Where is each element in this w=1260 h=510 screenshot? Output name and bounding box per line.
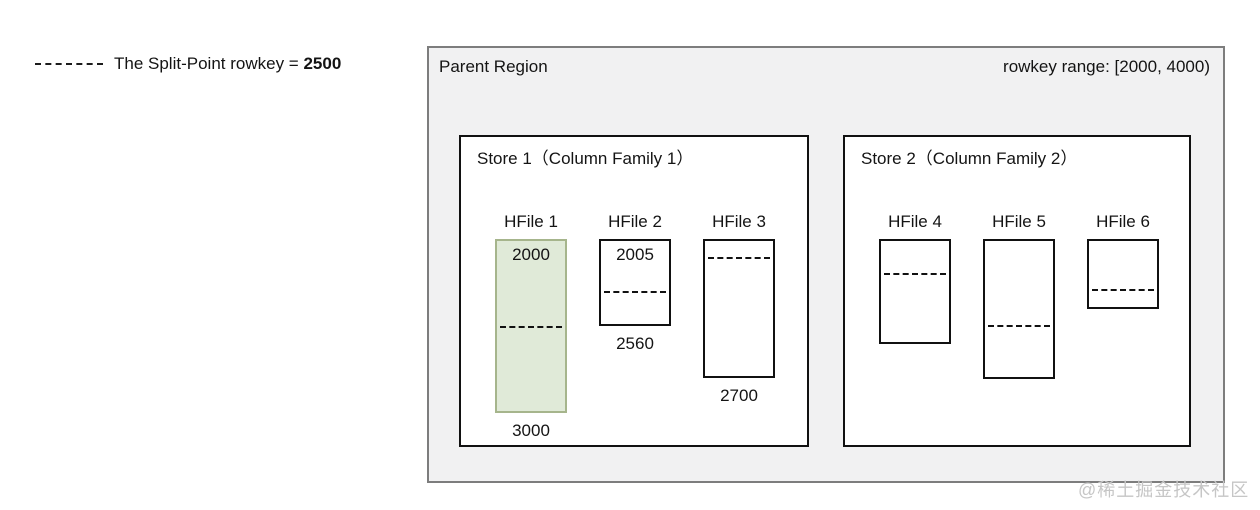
hfiles-container: HFile 4 HFile 5 HFile 6 [845,137,1189,445]
store-title: Store 2（Column Family 2） [861,149,1078,168]
hfile-end-rowkey: 3000 [512,421,550,440]
split-point-dashed-line [604,290,666,293]
watermark: @稀土掘金技术社区 [1078,480,1250,500]
split-point-dashed-line [500,326,562,328]
split-point-value: 2500 [303,54,342,73]
hfile-box: 2000 [495,239,567,413]
hfile: HFile 6 [1087,211,1159,337]
hfile-label: HFile 3 [712,212,766,231]
legend-label: The Split-Point rowkey = 2500 [114,54,341,74]
parent-region-box: Parent Region rowkey range: [2000, 4000)… [427,46,1225,483]
hfile-label: HFile 4 [888,212,942,231]
hfile-box [703,239,775,378]
rowkey-range-label: rowkey range: [2000, 4000) [1003,57,1210,76]
hfile-start-rowkey [881,241,949,245]
hfile: HFile 4 [879,211,951,372]
split-point-dashed-line [884,273,946,276]
hfile-end-rowkey [879,352,951,372]
hfile-label: HFile 5 [992,212,1046,231]
hfile-box [879,239,951,344]
hfile-end-rowkey: 2700 [720,386,758,405]
hfile: HFile 2 2005 2560 [599,211,671,354]
split-point-dashed-line [708,257,770,260]
split-point-dashed-line [988,325,1050,328]
hfile-start-rowkey [985,241,1053,245]
hfile: HFile 5 [983,211,1055,407]
hfile-start-rowkey [1089,241,1157,245]
hfile-label: HFile 6 [1096,212,1150,231]
dashed-line-icon [35,63,103,65]
hfile-start-rowkey [705,241,773,245]
parent-region-header: Parent Region rowkey range: [2000, 4000) [429,48,1223,77]
hfile-box [1087,239,1159,309]
hfiles-container: HFile 1 2000 3000 HFile 2 2005 2560 HFil… [461,137,807,445]
hfile-label: HFile 1 [504,212,558,231]
hfile: HFile 1 2000 3000 [495,211,567,441]
hfile-end-rowkey [1087,317,1159,337]
parent-region-title: Parent Region [439,57,548,76]
store-title: Store 1（Column Family 1） [477,149,694,168]
hfile-end-rowkey: 2560 [616,334,654,353]
hfile-box: 2005 [599,239,671,326]
hfile-start-rowkey: 2005 [616,245,654,264]
legend-label-prefix: The Split-Point rowkey = [114,54,304,73]
split-point-legend: The Split-Point rowkey = 2500 [35,52,341,76]
hfile: HFile 3 2700 [703,211,775,406]
store-box: Store 2（Column Family 2） HFile 4 HFile 5… [843,135,1191,447]
hfile-label: HFile 2 [608,212,662,231]
store-box: Store 1（Column Family 1） HFile 1 2000 30… [459,135,809,447]
hfile-box [983,239,1055,379]
hfile-end-rowkey [983,387,1055,407]
hfile-start-rowkey: 2000 [512,245,550,264]
split-point-dashed-line [1092,289,1154,292]
